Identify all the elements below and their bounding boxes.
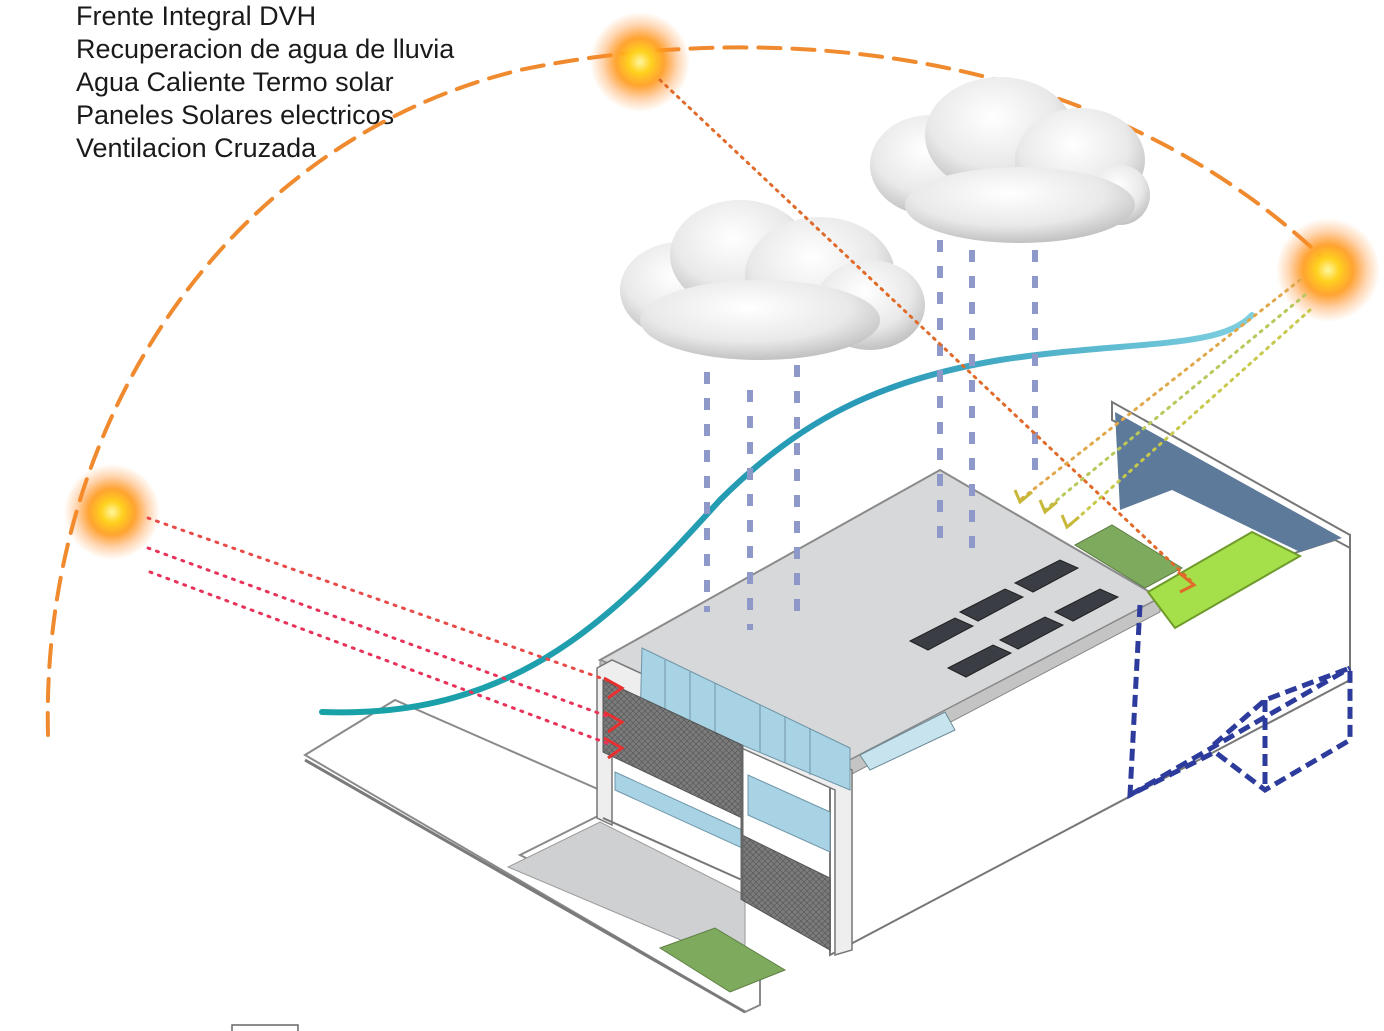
arrowhead-icon	[1177, 570, 1197, 594]
solar-panel-icon	[958, 588, 1025, 622]
scale-box	[231, 1024, 299, 1031]
facade-glazing-right	[747, 774, 831, 853]
facade-screen-lower	[741, 834, 831, 951]
cloud-icon	[870, 77, 1150, 243]
back-wall-panel	[1115, 412, 1342, 552]
ventilation-flow	[319, 312, 1255, 716]
facade-slab-line	[602, 817, 743, 881]
sun-icon	[64, 464, 160, 560]
solar-panel-icon	[1013, 559, 1080, 593]
cloud-icon	[620, 200, 925, 360]
legend-item-solar-water: Agua Caliente Termo solar	[76, 67, 394, 97]
arrowhead-icon	[1013, 489, 1080, 530]
site-edge	[304, 758, 746, 1014]
front-lawn	[658, 927, 787, 993]
arrowhead-icon	[603, 676, 625, 760]
legend-item-solar-panels: Paneles Solares electricos	[76, 100, 395, 130]
solar-collector	[1146, 530, 1303, 630]
rainwater-cistern	[1127, 604, 1353, 800]
solar-panel-group	[908, 559, 1120, 678]
solar-panel-icon	[908, 617, 975, 651]
solar-panel-icon	[946, 644, 1013, 678]
rain-lines	[704, 240, 1038, 630]
skylight	[859, 711, 956, 771]
sun-path-arc	[45, 45, 1332, 737]
solar-panel-icon	[998, 616, 1065, 650]
sun-rays-east	[1018, 278, 1312, 527]
legend-item-rainwater: Recuperacion de agua de lluvia	[76, 34, 455, 64]
site-plane	[303, 698, 761, 1014]
legend-item-dvh: Frente Integral DVH	[76, 1, 317, 31]
legend-item-ventilation: Ventilacion Cruzada	[76, 133, 317, 163]
legend-list: Frente Integral DVH Recuperacion de agua…	[76, 0, 454, 165]
sun-icon	[590, 12, 690, 112]
solar-panel-icon	[1053, 588, 1120, 622]
sun-rays-west	[146, 516, 614, 747]
terrace-lawn	[1073, 524, 1184, 589]
glazing-mullions	[664, 660, 811, 775]
